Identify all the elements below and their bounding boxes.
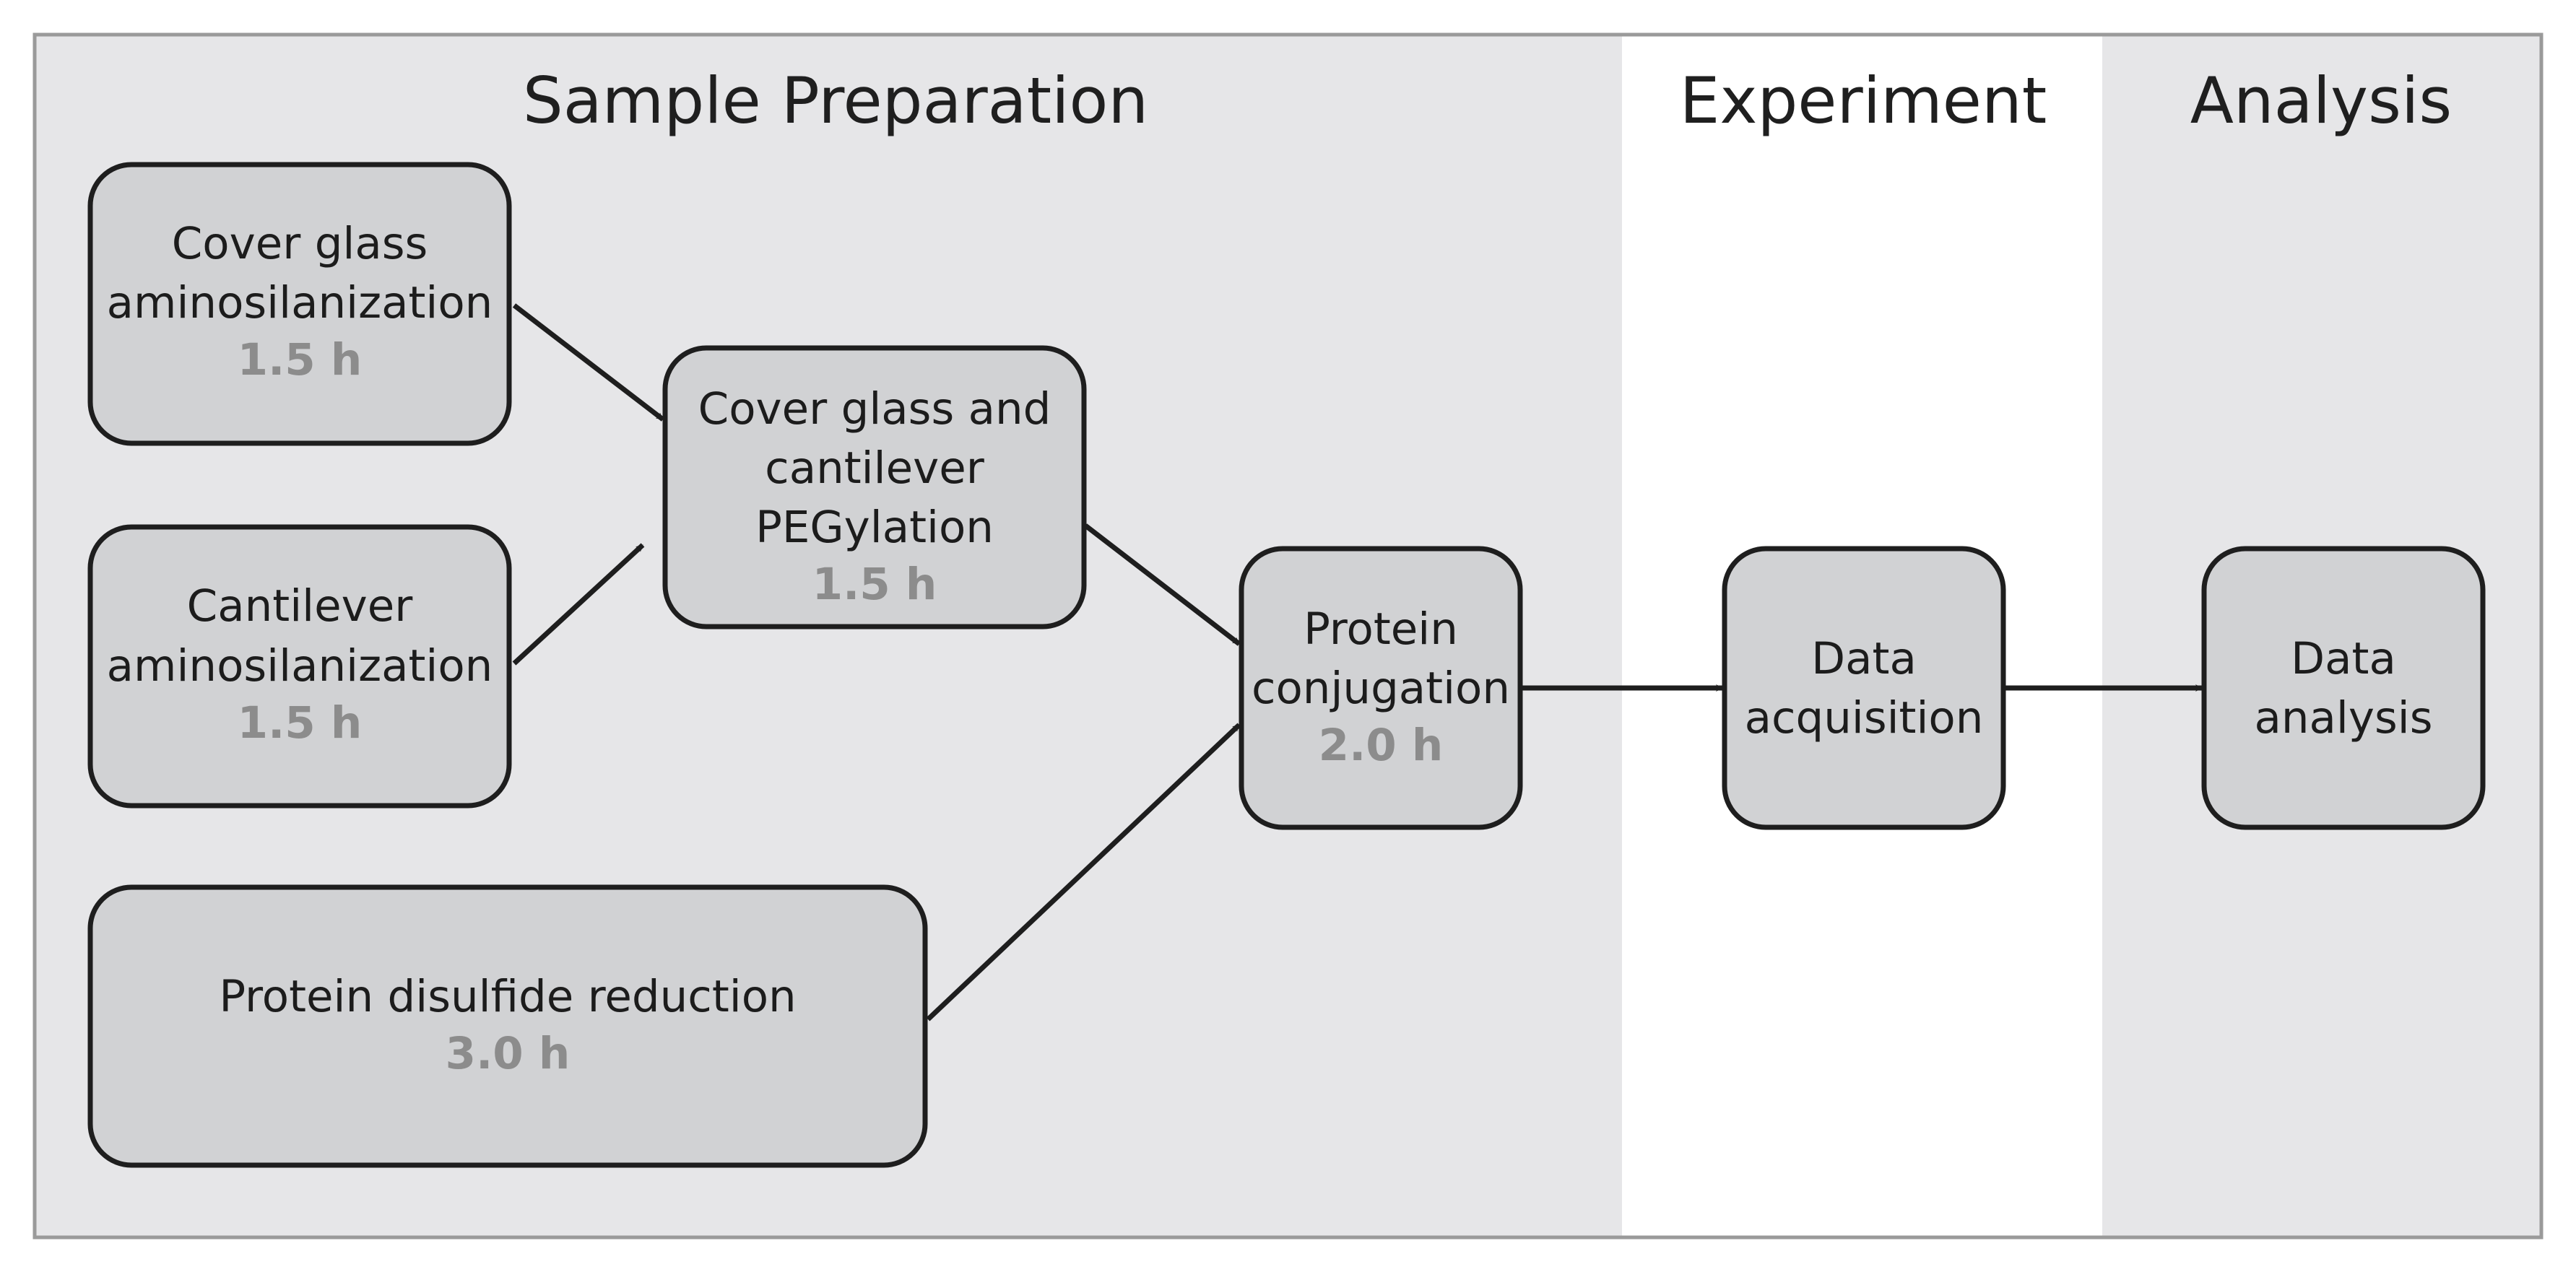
node-label-line: Data (1811, 633, 1917, 684)
node-label-line: Protein (1304, 604, 1458, 655)
node-duration: 1.5 h (238, 697, 363, 749)
node-label-line: PEGylation (755, 502, 994, 553)
node-label-line: Cover glass and (698, 383, 1051, 435)
node-label-line: acquisition (1745, 692, 1984, 744)
node-duration: 1.5 h (812, 559, 937, 610)
node-label-line: aminosilanization (107, 277, 493, 328)
node-label-line: conjugation (1252, 663, 1510, 714)
node-label-line: analysis (2255, 692, 2433, 744)
pegylation-node: Cover glass and cantilever PEGylation 1.… (662, 345, 1087, 630)
disulfide-reduction-node: Protein disulfide reduction 3.0 h (87, 884, 928, 1168)
arrow-cantilever-to-pegylation (512, 543, 645, 666)
node-label-line: Data (2291, 633, 2396, 684)
arrow-pegylation-to-conjugation (1083, 523, 1241, 646)
node-label-line: Cover glass (172, 218, 428, 269)
node-label-line: aminosilanization (107, 640, 493, 692)
cantilever-aminosilanization-node: Cantilever aminosilanization 1.5 h (87, 524, 512, 809)
sample-preparation-title: Sample Preparation (523, 64, 1148, 138)
protein-conjugation-node: Protein conjugation 2.0 h (1239, 546, 1523, 830)
node-label-line: cantilever (765, 443, 985, 494)
node-label-line: Cantilever (187, 580, 414, 632)
experiment-title: Experiment (1680, 64, 2047, 138)
arrow-aminosilanization-to-pegylation (512, 303, 665, 422)
node-duration: 3.0 h (446, 1028, 571, 1079)
node-duration: 1.5 h (238, 334, 363, 385)
node-label-line: Protein disulfide reduction (219, 971, 796, 1022)
cover-glass-aminosilanization-node: Cover glass aminosilanization 1.5 h (87, 162, 512, 446)
node-duration: 2.0 h (1319, 720, 1444, 771)
data-acquisition-node: Data acquisition (1722, 546, 2006, 830)
outer-frame (32, 32, 2544, 1240)
data-analysis-node: Data analysis (2201, 546, 2486, 830)
arrow-reduction-to-conjugation (926, 723, 1241, 1021)
analysis-title: Analysis (2190, 64, 2453, 138)
